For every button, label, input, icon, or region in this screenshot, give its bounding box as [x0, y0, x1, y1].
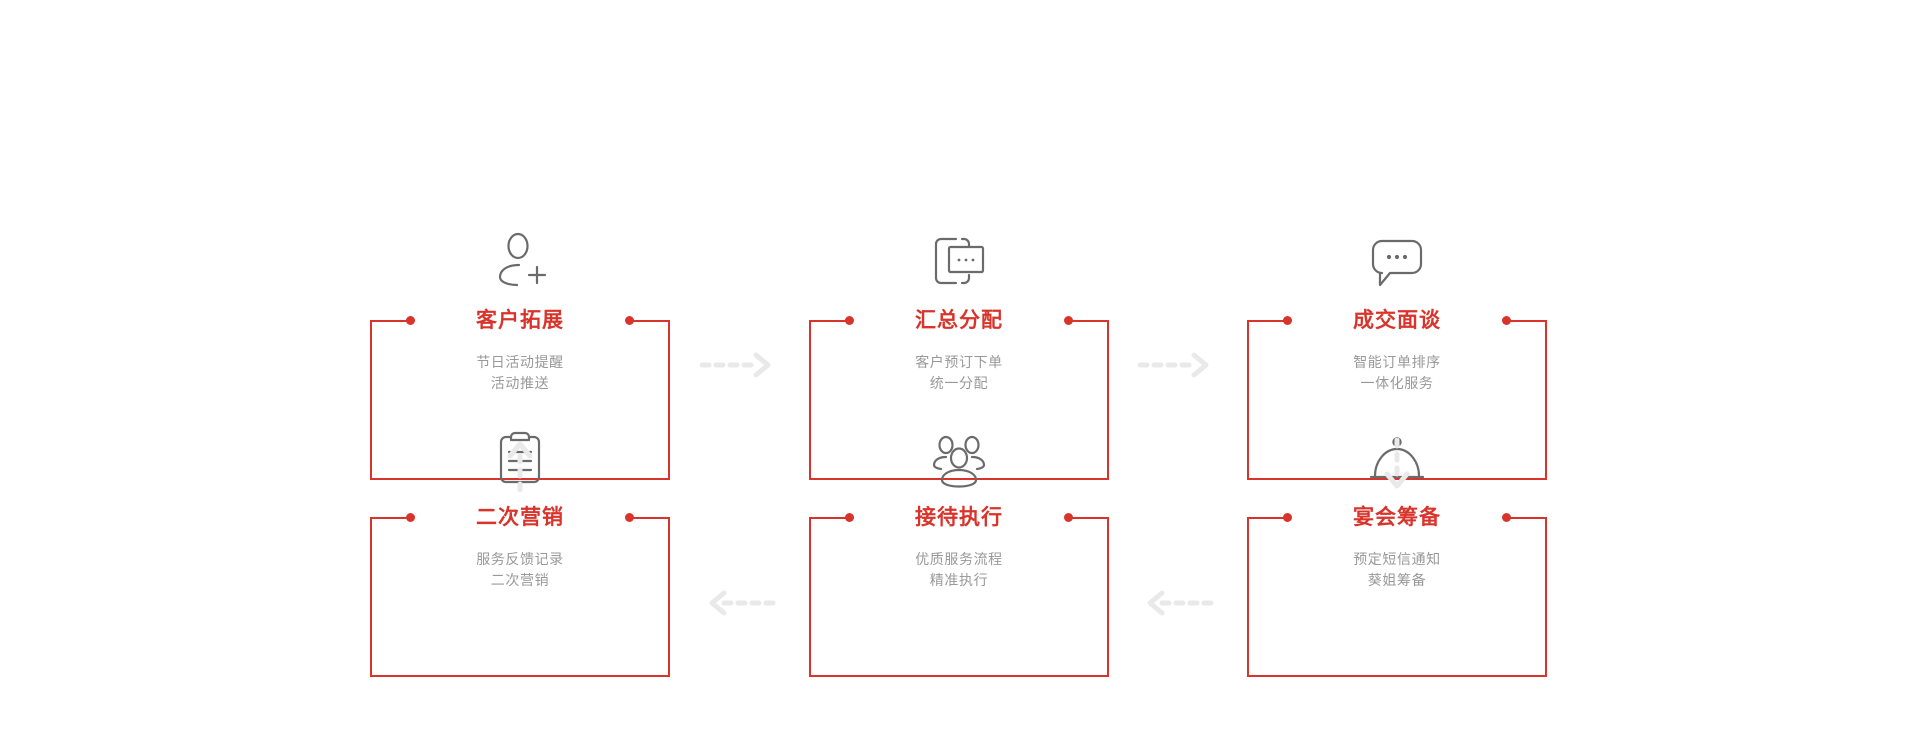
card-subtitle-line: 活动推送 — [490, 375, 550, 391]
card-title-row: 二次营销 — [370, 497, 670, 677]
frame-edge-bottom — [809, 675, 1109, 677]
frame-dot-left — [845, 513, 854, 522]
frame-edge-top-right — [632, 320, 670, 322]
card-frame — [1247, 316, 1547, 480]
card-title: 宴会筹备 — [1349, 506, 1445, 528]
frame-edge-right — [1107, 517, 1109, 677]
frame-edge-top-right — [1509, 517, 1547, 519]
card-subtitle: 服务反馈记录 二次营销 — [370, 549, 670, 591]
frame-edge-left — [809, 517, 811, 677]
frame-edge-bottom — [370, 675, 670, 677]
frame-edge-left — [370, 320, 372, 480]
frame-dot-left — [406, 513, 415, 522]
frame-dot-right — [625, 316, 634, 325]
card-subtitle: 优质服务流程 精准执行 — [809, 549, 1109, 591]
connector-arrow-right-2 — [1138, 352, 1218, 378]
frame-edge-right — [668, 517, 670, 677]
frame-dot-left — [1283, 316, 1292, 325]
card-frame — [370, 316, 670, 480]
card-subtitle-line: 优质服务流程 — [915, 551, 1003, 567]
frame-edge-top-left — [809, 320, 847, 322]
frame-edge-top-left — [809, 517, 847, 519]
frame-edge-left — [1247, 320, 1249, 480]
frame-dot-right — [625, 513, 634, 522]
frame-edge-bottom — [809, 478, 1109, 480]
frame-edge-left — [370, 517, 372, 677]
frame-dot-left — [406, 316, 415, 325]
frame-dot-left — [1283, 513, 1292, 522]
card-title: 汇总分配 — [911, 309, 1007, 331]
mobile-message-icon — [809, 228, 1109, 294]
card-subtitle-line: 一体化服务 — [1360, 375, 1434, 391]
card-title: 二次营销 — [472, 506, 568, 528]
card-subtitle-line: 客户预订下单 — [915, 354, 1003, 370]
frame-edge-right — [1545, 517, 1547, 677]
people-group-icon — [809, 425, 1109, 491]
card-subtitle-line: 智能订单排序 — [1353, 354, 1441, 370]
connector-arrow-right-1 — [700, 352, 780, 378]
flow-card-reception-execution[interactable]: 接待执行 优质服务流程 精准执行 — [809, 425, 1109, 677]
frame-dot-right — [1502, 316, 1511, 325]
card-frame — [370, 513, 670, 677]
card-subtitle: 客户预订下单 统一分配 — [809, 352, 1109, 394]
frame-dot-right — [1064, 513, 1073, 522]
card-subtitle-line: 统一分配 — [929, 375, 989, 391]
flow-card-summary-allocation[interactable]: 汇总分配 客户预订下单 统一分配 — [809, 228, 1109, 480]
card-subtitle-line: 精准执行 — [929, 572, 989, 588]
card-title-row: 汇总分配 — [809, 300, 1109, 480]
frame-edge-bottom — [1247, 478, 1547, 480]
connector-arrow-down — [1384, 438, 1410, 492]
card-frame — [809, 316, 1109, 480]
card-subtitle-line: 葵姐筹备 — [1367, 572, 1427, 588]
frame-edge-top-right — [632, 517, 670, 519]
connector-arrow-up — [507, 438, 533, 492]
frame-edge-top-left — [1247, 517, 1285, 519]
card-subtitle: 智能订单排序 一体化服务 — [1247, 352, 1547, 394]
flow-card-deal-interview[interactable]: 成交面谈 智能订单排序 一体化服务 — [1247, 228, 1547, 480]
frame-edge-bottom — [370, 478, 670, 480]
frame-edge-right — [1107, 320, 1109, 480]
card-frame — [809, 513, 1109, 677]
frame-dot-right — [1502, 513, 1511, 522]
frame-dot-left — [845, 316, 854, 325]
card-title-row: 客户拓展 — [370, 300, 670, 480]
card-subtitle-line: 节日活动提醒 — [476, 354, 564, 370]
card-title: 客户拓展 — [472, 309, 568, 331]
frame-edge-top-right — [1071, 517, 1109, 519]
connector-arrow-left-2 — [700, 590, 780, 616]
speech-bubble-icon — [1247, 228, 1547, 294]
frame-edge-right — [1545, 320, 1547, 480]
frame-edge-top-right — [1071, 320, 1109, 322]
card-subtitle-line: 服务反馈记录 — [476, 551, 564, 567]
card-subtitle: 预定短信通知 葵姐筹备 — [1247, 549, 1547, 591]
card-title: 成交面谈 — [1349, 309, 1445, 331]
frame-dot-right — [1064, 316, 1073, 325]
frame-edge-left — [809, 320, 811, 480]
card-subtitle-line: 预定短信通知 — [1353, 551, 1441, 567]
flow-card-banquet-preparation[interactable]: 宴会筹备 预定短信通知 葵姐筹备 — [1247, 425, 1547, 677]
card-frame — [1247, 513, 1547, 677]
card-title: 接待执行 — [911, 506, 1007, 528]
frame-edge-top-right — [1509, 320, 1547, 322]
frame-edge-bottom — [1247, 675, 1547, 677]
card-subtitle: 节日活动提醒 活动推送 — [370, 352, 670, 394]
flow-card-customer-expansion[interactable]: 客户拓展 节日活动提醒 活动推送 — [370, 228, 670, 480]
frame-edge-right — [668, 320, 670, 480]
frame-edge-left — [1247, 517, 1249, 677]
user-plus-icon — [370, 228, 670, 294]
card-title-row: 成交面谈 — [1247, 300, 1547, 480]
frame-edge-top-left — [1247, 320, 1285, 322]
connector-arrow-left-1 — [1138, 590, 1218, 616]
frame-edge-top-left — [370, 517, 408, 519]
card-title-row: 接待执行 — [809, 497, 1109, 677]
card-subtitle-line: 二次营销 — [490, 572, 550, 588]
card-title-row: 宴会筹备 — [1247, 497, 1547, 677]
frame-edge-top-left — [370, 320, 408, 322]
